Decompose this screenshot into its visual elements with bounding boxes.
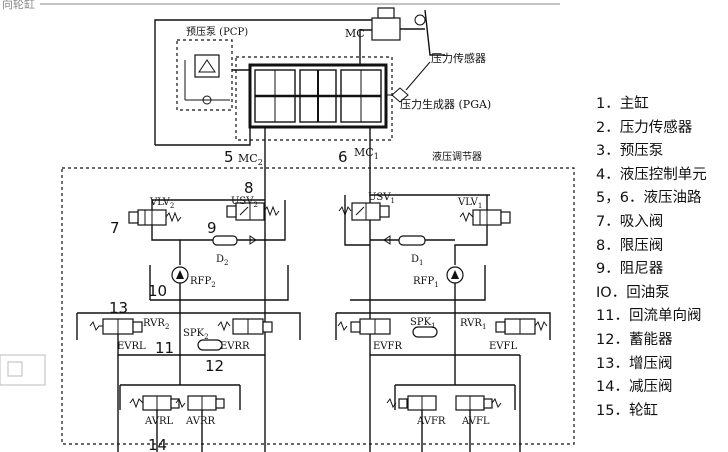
- evrl-label: EVRL: [117, 341, 146, 352]
- legend: 1．主缸 2．压力传感器 3．预压泵 4．液压控制单元 5，6．液压油路 7．吸…: [596, 92, 728, 422]
- top-fragment-text: 向轮缸: [2, 0, 35, 11]
- valve-usv2: [226, 202, 280, 221]
- mc1-number: 6: [338, 148, 348, 166]
- accumulator-spk1: [412, 326, 438, 338]
- pump-rfp2: [171, 266, 189, 284]
- pga-outline: [235, 56, 393, 141]
- legend-item-12: 13．增压阀: [596, 355, 673, 372]
- pcp-label: 预压泵 (PCP): [186, 26, 248, 38]
- vlv2-label: VLV2: [149, 197, 174, 210]
- mc2-number: 5: [224, 148, 234, 166]
- valve-evrr: [217, 318, 273, 335]
- legend-item-10: 11．回流单向阀: [596, 308, 702, 325]
- vlv1-label: VLV1: [457, 197, 482, 210]
- valve-evfl: [495, 318, 548, 335]
- avrr-label: AVRR: [185, 416, 215, 427]
- usv1-label: USV1: [368, 192, 395, 205]
- damper-d1: [398, 235, 426, 246]
- legend-item-13: 14．减压阀: [596, 379, 673, 396]
- pressure-sensor-label: 压力传感器: [431, 52, 486, 65]
- avfr-label: AVFR: [416, 416, 446, 427]
- num-9: 9: [207, 219, 217, 237]
- pressure-sensor-symbol: [386, 87, 409, 103]
- mc-label: MC: [345, 27, 365, 40]
- rfp2-label: RFP2: [190, 276, 216, 289]
- spk2-label: SPK2: [183, 328, 209, 341]
- spk1-label: SPK1: [410, 317, 436, 330]
- valve-vlv2: [128, 209, 182, 226]
- d1-label: D1: [411, 254, 424, 267]
- evrr-label: EVRR: [220, 341, 250, 352]
- avrl-label: AVRL: [144, 416, 173, 427]
- valve-evrl: [89, 318, 143, 335]
- valve-avrl: [129, 395, 180, 411]
- valve-usv1: [338, 202, 390, 221]
- legend-item-3: 3．预压泵: [596, 143, 664, 160]
- legend-item-14: 15．轮缸: [596, 402, 658, 419]
- valve-evfr: [337, 318, 391, 335]
- evfr-label: EVFR: [373, 341, 402, 352]
- d2-label: D2: [216, 254, 229, 267]
- valve-vlv1: [459, 209, 511, 226]
- mc1-label: MC1: [354, 146, 379, 161]
- legend-item-9: IO．回油泵: [596, 284, 670, 301]
- master-cylinder: [371, 7, 445, 56]
- legend-item-5: 5，6．液压油路: [596, 190, 702, 207]
- num-7: 7: [110, 219, 120, 237]
- evfl-label: EVFL: [489, 341, 517, 352]
- legend-item-6: 7．吸入阀: [596, 213, 664, 230]
- legend-item-2: 2．压力传感器: [596, 119, 693, 136]
- legend-item-11: 12．蓄能器: [596, 331, 673, 348]
- pga-block: [248, 63, 388, 129]
- num-13: 13: [109, 299, 128, 317]
- num-8: 8: [244, 179, 254, 197]
- num-11: 11: [155, 339, 174, 357]
- valve-avrr: [175, 395, 225, 411]
- legend-item-4: 4．液压控制单元: [596, 166, 707, 183]
- pga-label: 压力生成器 (PGA): [400, 97, 491, 111]
- mc2-label: MC2: [238, 152, 263, 167]
- rvr2-label: RVR2: [143, 318, 169, 331]
- legend-item-7: 8．限压阀: [596, 237, 664, 254]
- num-10: 10: [148, 282, 167, 300]
- valve-avfl: [455, 395, 502, 411]
- rfp1-label: RFP1: [413, 276, 439, 289]
- pump-rfp1: [446, 266, 464, 284]
- hydraulic-unit-label: 液压调节器: [432, 150, 482, 163]
- legend-item-8: 9．阻尼器: [596, 261, 664, 278]
- pcp-box: [176, 39, 233, 111]
- usv2-label: USV2: [231, 196, 258, 209]
- avfl-label: AVFL: [461, 416, 490, 427]
- num-12: 12: [205, 357, 224, 375]
- damper-d2: [212, 235, 238, 246]
- hydraulic-unit-outline: [61, 167, 575, 445]
- legend-item-1: 1．主缸: [596, 96, 649, 112]
- accumulator-spk2: [197, 339, 223, 351]
- rvr1-label: RVR1: [460, 318, 486, 331]
